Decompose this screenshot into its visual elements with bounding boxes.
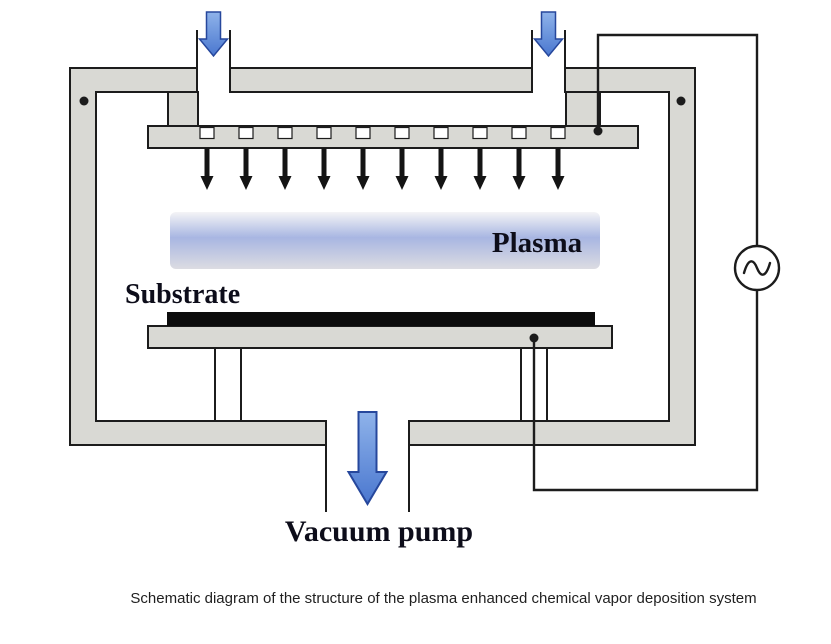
wire-bottom-electrode xyxy=(532,290,759,492)
gas-inlet-arrow-icon xyxy=(198,11,229,57)
vacuum-duct xyxy=(325,421,410,512)
stage-plate xyxy=(147,325,613,349)
stage-leg-left xyxy=(214,347,242,422)
wire-top-electrode xyxy=(596,33,759,246)
figure-caption: Schematic diagram of the structure of th… xyxy=(130,590,757,607)
showerhead-mount-left xyxy=(167,91,199,129)
vacuum-pump-label: Vacuum pump xyxy=(285,515,473,548)
nozzle-arrow-icon xyxy=(394,126,410,191)
showerhead-mount-right xyxy=(565,91,601,129)
connection-dot xyxy=(593,126,603,136)
connection-dots xyxy=(79,96,686,343)
nozzle-arrow-icon xyxy=(316,126,332,191)
nozzle-arrow-icon xyxy=(472,126,488,191)
plasma-region: Plasma xyxy=(170,212,600,269)
connection-dot xyxy=(529,333,539,343)
nozzle-arrow-icon xyxy=(511,126,527,191)
nozzle-arrow-icon xyxy=(277,126,293,191)
sine-wave-icon xyxy=(742,260,772,276)
substrate-wafer xyxy=(167,312,595,326)
gas-inlet-tubes xyxy=(196,30,566,92)
gas-inlets xyxy=(196,11,566,92)
gas-inlet-arrow-icon xyxy=(533,11,564,57)
plasma-label: Plasma xyxy=(492,227,583,259)
plasma-glow xyxy=(170,212,600,269)
connection-dot xyxy=(676,96,686,106)
substrate-label: Substrate xyxy=(125,279,240,310)
substrate-stage: Substrate xyxy=(125,279,613,422)
nozzle-arrow-icon xyxy=(238,126,254,191)
nozzle-arrow-icon xyxy=(550,126,566,191)
vacuum-port: Vacuum pump xyxy=(285,411,473,548)
connection-dot xyxy=(79,96,89,106)
showerhead-electrode xyxy=(147,91,639,191)
nozzle-arrow-icon xyxy=(199,126,215,191)
nozzle-arrow-icon xyxy=(433,126,449,191)
chamber-wall-top-center xyxy=(229,67,533,93)
power-circuit xyxy=(79,33,781,492)
vacuum-pump-arrow-icon xyxy=(347,411,388,505)
nozzle-arrow-icon xyxy=(355,126,371,191)
